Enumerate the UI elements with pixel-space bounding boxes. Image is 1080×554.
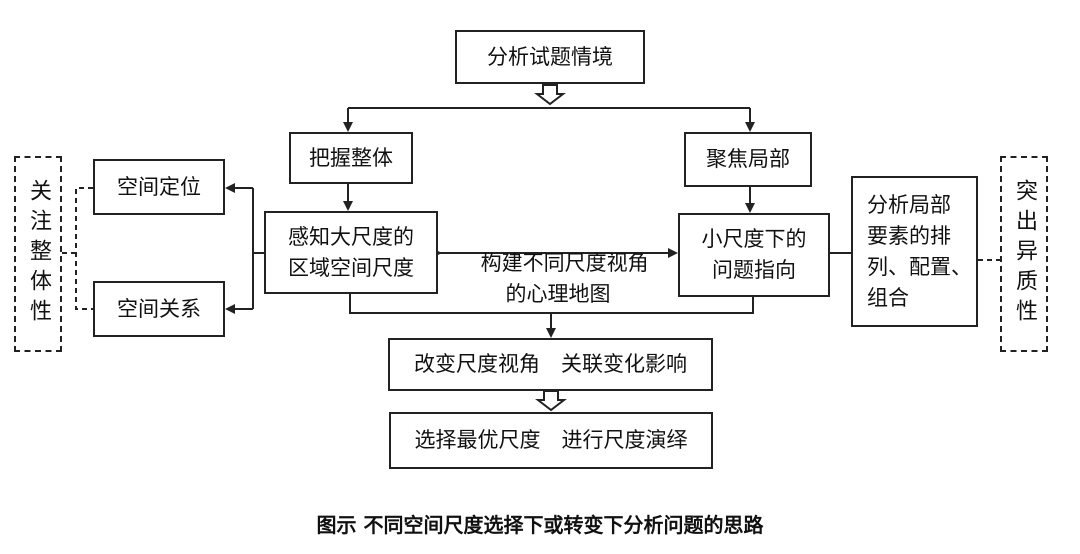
change-scale-view-box: 改变尺度视角 关联变化影响: [388, 338, 713, 391]
analyze-local-elements-label: 分析局部 要素的排 列、配置、 组合: [867, 192, 972, 310]
spatial-position-box: 空间定位: [93, 159, 225, 215]
hollow-arrow-bottom: [535, 390, 567, 412]
choose-best-scale-box: 选择最优尺度 进行尺度演绎: [389, 412, 713, 469]
left-branch: [252, 188, 264, 309]
hollow-arrow-top: [534, 84, 566, 106]
change-scale-view-label: 改变尺度视角 关联变化影响: [414, 352, 687, 376]
focus-wholeness-dashed-box: 关注整体性: [14, 156, 62, 352]
focus-wholeness-label: 关注整体性: [26, 179, 51, 329]
focus-local-label: 聚焦局部: [706, 147, 790, 171]
perceive-large-scale-label: 感知大尺度的 区域空间尺度: [288, 224, 414, 280]
grasp-whole-box: 把握整体: [289, 132, 413, 184]
highlight-heterogeneity-label: 突出异质性: [1012, 179, 1037, 329]
choose-best-scale-label: 选择最优尺度 进行尺度演绎: [414, 428, 688, 452]
analyze-local-elements-box: 分析局部 要素的排 列、配置、 组合: [851, 176, 978, 327]
focus-local-box: 聚焦局部: [684, 132, 812, 187]
analyze-situation-label: 分析试题情境: [487, 44, 613, 69]
mental-map-label: 构建不同尺度视角 的心理地图: [480, 251, 649, 306]
analyze-situation-box: 分析试题情境: [455, 30, 645, 84]
perceive-large-scale-box: 感知大尺度的 区域空间尺度: [264, 211, 438, 294]
spatial-relation-box: 空间关系: [93, 281, 225, 337]
grasp-whole-label: 把握整体: [309, 145, 393, 170]
spatial-relation-label: 空间关系: [117, 296, 201, 321]
highlight-heterogeneity-dashed-box: 突出异质性: [1000, 156, 1048, 352]
small-scale-box: 小尺度下的 问题指向: [678, 213, 830, 297]
small-scale-label: 小尺度下的 问题指向: [701, 227, 807, 282]
spatial-position-label: 空间定位: [117, 174, 201, 199]
figure-caption: 图示 不同空间尺度选择下或转变下分析问题的思路: [316, 513, 764, 537]
left-dashed-connector: [62, 187, 93, 310]
